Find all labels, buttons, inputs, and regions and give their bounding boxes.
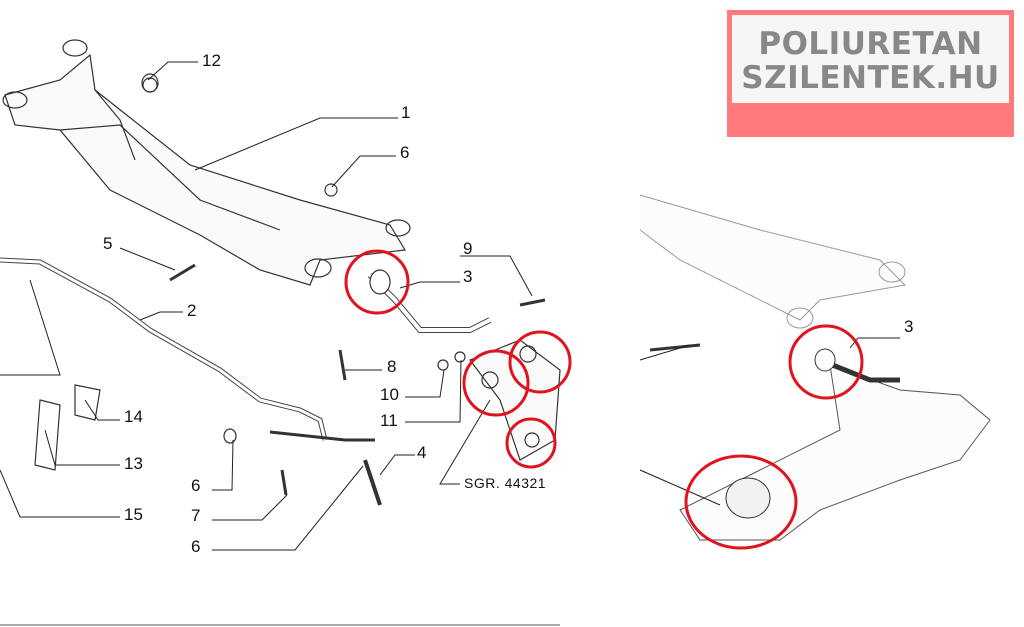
logo-panel: POLIURETAN SZILENTEK.HU [732,15,1009,103]
highlight-bushing-hub-lower [505,417,557,469]
callout-13: 13 [124,454,143,473]
highlight-bushing-arm [344,249,410,315]
highlight-circles [344,249,864,550]
callout-7: 7 [191,506,201,525]
logo: POLIURETAN SZILENTEK.HU [727,10,1014,137]
logo-line-1: POLIURETAN [758,26,983,62]
highlight-bushing-hub-rear [508,330,572,394]
callout-1: 1 [401,103,411,122]
highlight-bushing-hub-front [462,349,530,417]
callout-11: 11 [380,411,398,430]
callout-14: 14 [124,407,143,426]
callout-3-right: 3 [904,317,914,336]
callout-2: 2 [187,301,197,320]
callout-15: 15 [124,505,143,524]
left-subframe-drawing [0,39,561,506]
highlight-bushing-right-arm [788,324,864,400]
callout-6-lower: 6 [191,476,201,495]
right-subframe-drawing [639,194,991,541]
callout-9: 9 [463,239,473,258]
callout-8: 8 [387,357,397,376]
leader-lines [0,61,560,626]
reference-number: SGR. 44321 [464,475,547,491]
callout-6: 6 [400,143,410,162]
logo-line-2: SZILENTEK.HU [741,60,1000,96]
callout-5: 5 [103,234,113,253]
callout-6-bottom: 6 [191,537,201,556]
callout-12: 12 [202,51,221,70]
highlight-bushing-right-trailing [684,454,798,550]
callout-10: 10 [380,385,399,404]
callout-3: 3 [463,267,473,286]
callout-4: 4 [417,443,427,462]
